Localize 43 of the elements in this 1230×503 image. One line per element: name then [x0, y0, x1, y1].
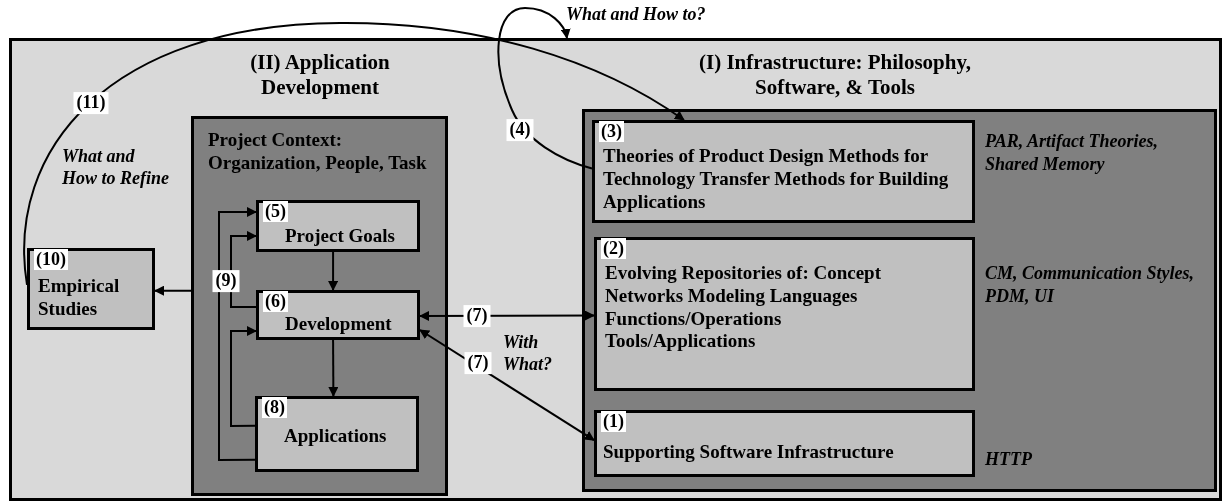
side-note: PAR, Artifact Theories, Shared Memory	[985, 130, 1159, 177]
group-heading: (II) Application Development	[249, 50, 391, 101]
note-text: What and How to Refine	[62, 146, 170, 190]
box-text: Empirical Studies	[38, 275, 121, 321]
arrow	[328, 339, 339, 397]
arrow	[154, 285, 192, 296]
edge-label: (9)	[212, 270, 240, 292]
step-number: (10)	[34, 249, 68, 270]
box-frame	[9, 38, 1222, 501]
arrow	[218, 206, 257, 461]
step-number: (5)	[263, 201, 288, 222]
box-text: Development	[285, 313, 393, 336]
edge-label: (7)	[464, 352, 492, 374]
process-box	[592, 120, 975, 223]
side-note: HTTP	[985, 448, 1033, 471]
edge-label: (11)	[73, 92, 109, 114]
process-box	[594, 237, 975, 391]
note-text: With What?	[503, 332, 554, 376]
box-text: Evolving Repositories of: Concept Networks Modeling Languages Functions/Operations Tools/Applications	[605, 262, 882, 354]
group-heading: (I) Infrastructure: Philosophy, Software, & Tools	[697, 50, 972, 101]
group-title: Project Context: Organization, People, Task	[208, 129, 428, 175]
note-text: What and How to?	[566, 4, 707, 26]
arrow	[23, 22, 685, 286]
arrow	[497, 7, 593, 170]
box-text: Supporting Software Infrastructure	[603, 441, 895, 464]
process-box	[255, 396, 419, 472]
arrow	[230, 326, 257, 427]
process-box	[27, 248, 155, 330]
step-number: (8)	[262, 397, 287, 418]
box-text: Project Goals	[285, 225, 396, 248]
side-note: CM, Communication Styles, PDM, UI	[985, 262, 1196, 309]
process-box	[256, 200, 420, 252]
process-box	[256, 290, 420, 340]
step-number: (3)	[599, 121, 624, 142]
box-text: Applications	[284, 425, 388, 448]
process-box	[594, 410, 975, 477]
step-number: (2)	[601, 238, 626, 259]
step-number: (1)	[601, 411, 626, 432]
step-number: (6)	[263, 291, 288, 312]
edge-label: (4)	[506, 119, 534, 141]
box-text: Theories of Product Design Methods for Technology Transfer Methods for Building Applications	[603, 145, 950, 214]
edge-label: (7)	[463, 305, 491, 327]
arrow	[328, 251, 339, 291]
